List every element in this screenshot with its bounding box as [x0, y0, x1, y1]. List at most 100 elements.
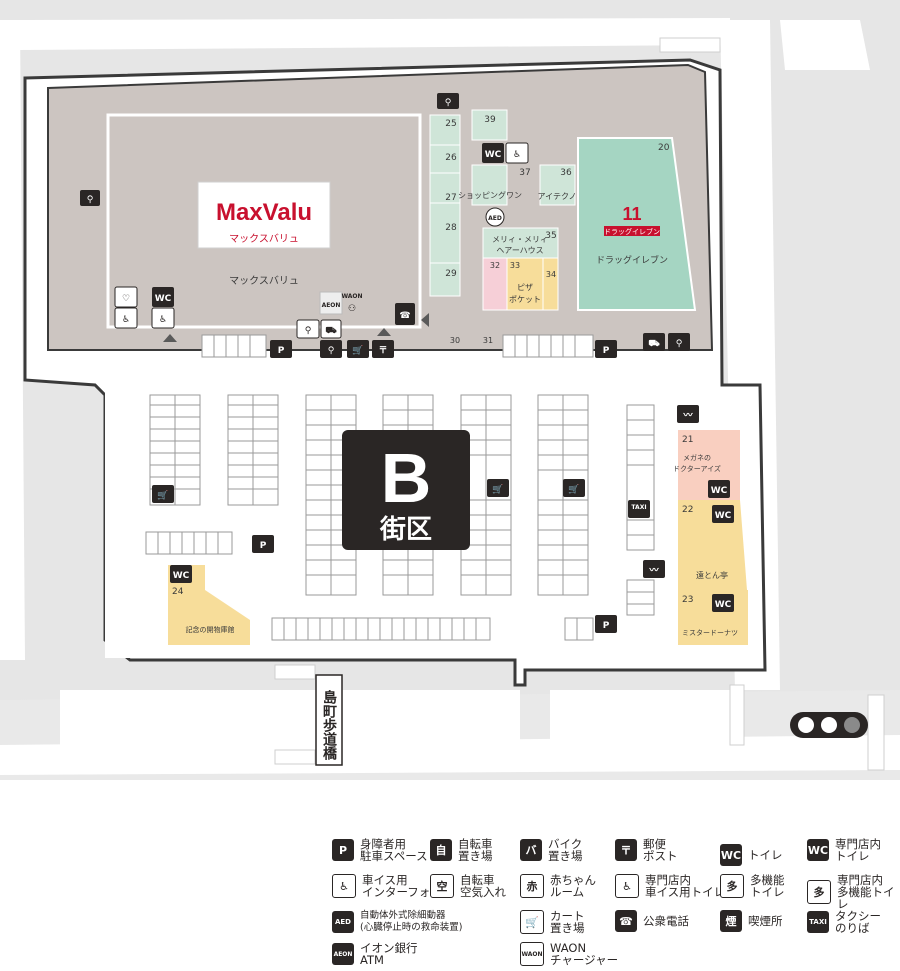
- disabled-parking-icon: P: [332, 839, 354, 861]
- svg-text:〰: 〰: [648, 566, 659, 576]
- drug11-logo: 11: [622, 204, 641, 224]
- toilet-icon: WC: [712, 505, 734, 523]
- accessible-toilet-icon: ♿: [114, 307, 138, 329]
- parking-row-left: [145, 531, 233, 555]
- svg-text:〰: 〰: [682, 411, 693, 421]
- svg-text:P: P: [603, 621, 610, 631]
- store-label-23: ミスタードーナツ: [682, 628, 738, 637]
- toilet-icon: WC: [720, 844, 742, 866]
- store-num-21: 21: [682, 435, 693, 445]
- wheelchair-icon: ♿: [332, 874, 356, 898]
- svg-text:♡: ♡: [122, 294, 130, 304]
- taxi-icon: TAXI: [807, 911, 829, 933]
- svg-text:P: P: [278, 346, 285, 356]
- svg-text:🛒: 🛒: [492, 483, 503, 495]
- legend-label: WAON チャージャー: [550, 941, 619, 967]
- disabled-parking-icon: P: [595, 340, 617, 358]
- store-num-34: 34: [546, 270, 556, 279]
- store-num-32: 32: [490, 261, 500, 270]
- legend-label: カート 置き場: [550, 909, 585, 935]
- toilet-icon: WC: [170, 565, 192, 583]
- baby-room-icon: 赤: [520, 874, 544, 898]
- legend-item-cycle-pump: 空自転車 空気入れ: [430, 874, 506, 898]
- multipurpose-toilet-icon: 多: [720, 874, 744, 898]
- legend-label: 自動体外式除細動器 (心臓停止時の救命装置): [360, 910, 463, 933]
- cart-icon: 🛒: [487, 479, 509, 497]
- svg-text:WC: WC: [711, 486, 728, 496]
- store-label-pizza-2: ポケット: [509, 295, 541, 304]
- svg-text:WC: WC: [173, 571, 190, 581]
- svg-text:⚲: ⚲: [87, 195, 94, 205]
- legend-item-phone: ☎公衆電話: [615, 910, 689, 932]
- legend-label: 専門店内 トイレ: [835, 837, 881, 863]
- store-num-33: 33: [510, 261, 520, 270]
- multipurpose-toilet-icon: 多: [807, 880, 831, 904]
- accessible-parking-icon: P: [252, 535, 274, 553]
- maxvalu-logo: MaxValu: [216, 199, 312, 226]
- toilet-icon: WC: [807, 839, 829, 861]
- bicycle-icon: ⚲: [80, 190, 100, 206]
- waon-charger-icon: WAON ⚇: [341, 293, 362, 314]
- cycle-pump-icon: 空: [430, 874, 454, 898]
- store-num-25: 25: [445, 119, 456, 129]
- traffic-signal-icon: [790, 712, 868, 738]
- legend-item-smoking: 煙喫煙所: [720, 910, 783, 932]
- disabled-parking-icon: P: [270, 340, 292, 358]
- parking-block-2: [227, 394, 279, 506]
- store-num-23: 23: [682, 595, 693, 605]
- phone-icon: ☎: [615, 910, 637, 932]
- mall-map: MaxValu マックスバリュ マックスバリュ 25 26 27 28 29 3…: [0, 0, 900, 780]
- smoking-area-icon: 〰: [677, 405, 699, 423]
- svg-text:WC: WC: [485, 150, 502, 160]
- svg-text:⚇: ⚇: [348, 304, 356, 314]
- svg-text:🛒: 🛒: [568, 483, 579, 495]
- aeon-atm-icon: AEON: [319, 291, 343, 315]
- legend-item-toilet: WC トイレ: [720, 844, 783, 866]
- svg-text:WAON: WAON: [341, 293, 362, 300]
- legend-item-post: 〒郵便 ポスト: [615, 838, 678, 862]
- bicycle-icon: 自: [430, 839, 452, 861]
- legend-item-motorcycle-parking: ババイク 置き場: [520, 838, 583, 862]
- store-num-38: 37: [519, 168, 530, 178]
- svg-text:WC: WC: [715, 511, 732, 521]
- legend-label: イオン銀行 ATM: [360, 941, 418, 967]
- legend-label: 自転車 空気入れ: [460, 873, 506, 899]
- toilet-icon: WC: [708, 480, 730, 498]
- parking-block-8: [626, 579, 655, 616]
- store-label-drug11: ドラッグイレブン: [596, 254, 668, 266]
- phone-icon: ☎: [395, 303, 415, 325]
- svg-text:♿: ♿: [513, 150, 521, 160]
- store-label-merry-2: ヘアーハウス: [496, 246, 543, 255]
- legend-label: 喫煙所: [748, 914, 783, 928]
- legend-label: バイク 置き場: [548, 837, 583, 863]
- legend-label: 多機能 トイレ: [750, 873, 785, 899]
- legend-label: 専門店内 車イス用トイレ: [645, 873, 726, 899]
- legend-item-store-toilet: WC 専門店内 トイレ: [807, 838, 881, 862]
- entrance-marker-icon: [163, 313, 429, 342]
- store-num-20: 20: [658, 143, 670, 153]
- store-num-36: 36: [560, 168, 572, 178]
- toilet-icon: WC: [712, 594, 734, 612]
- bicycle-icon: ⚲: [437, 93, 459, 109]
- smoking-area-icon: 煙: [720, 910, 742, 932]
- post-icon: 〒: [372, 340, 394, 358]
- taxi-icon: TAXI: [628, 500, 650, 518]
- svg-text:⚲: ⚲: [305, 326, 312, 336]
- wheelchair-icon: ♿: [615, 874, 639, 898]
- bicycle-icon: ⚲: [320, 340, 342, 358]
- block-label-box: [342, 430, 470, 550]
- legend-item-store-wheelchair-toilet: ♿専門店内 車イス用トイレ: [615, 874, 725, 898]
- svg-text:⛟: ⛟: [648, 339, 660, 349]
- post-icon: 〒: [615, 839, 637, 861]
- cart-icon: 🛒: [347, 340, 369, 358]
- maxvalu-logo-kana: マックスバリュ: [229, 233, 299, 245]
- legend-label: トイレ: [748, 848, 783, 862]
- store-num-27: 27: [445, 193, 456, 203]
- legend-label: タクシー のりば: [835, 909, 881, 935]
- svg-text:♿: ♿: [159, 315, 167, 325]
- store-label-21-2: ドクターアイズ: [673, 464, 721, 473]
- store-num-28: 28: [445, 223, 457, 233]
- store-num-29: 29: [445, 269, 457, 279]
